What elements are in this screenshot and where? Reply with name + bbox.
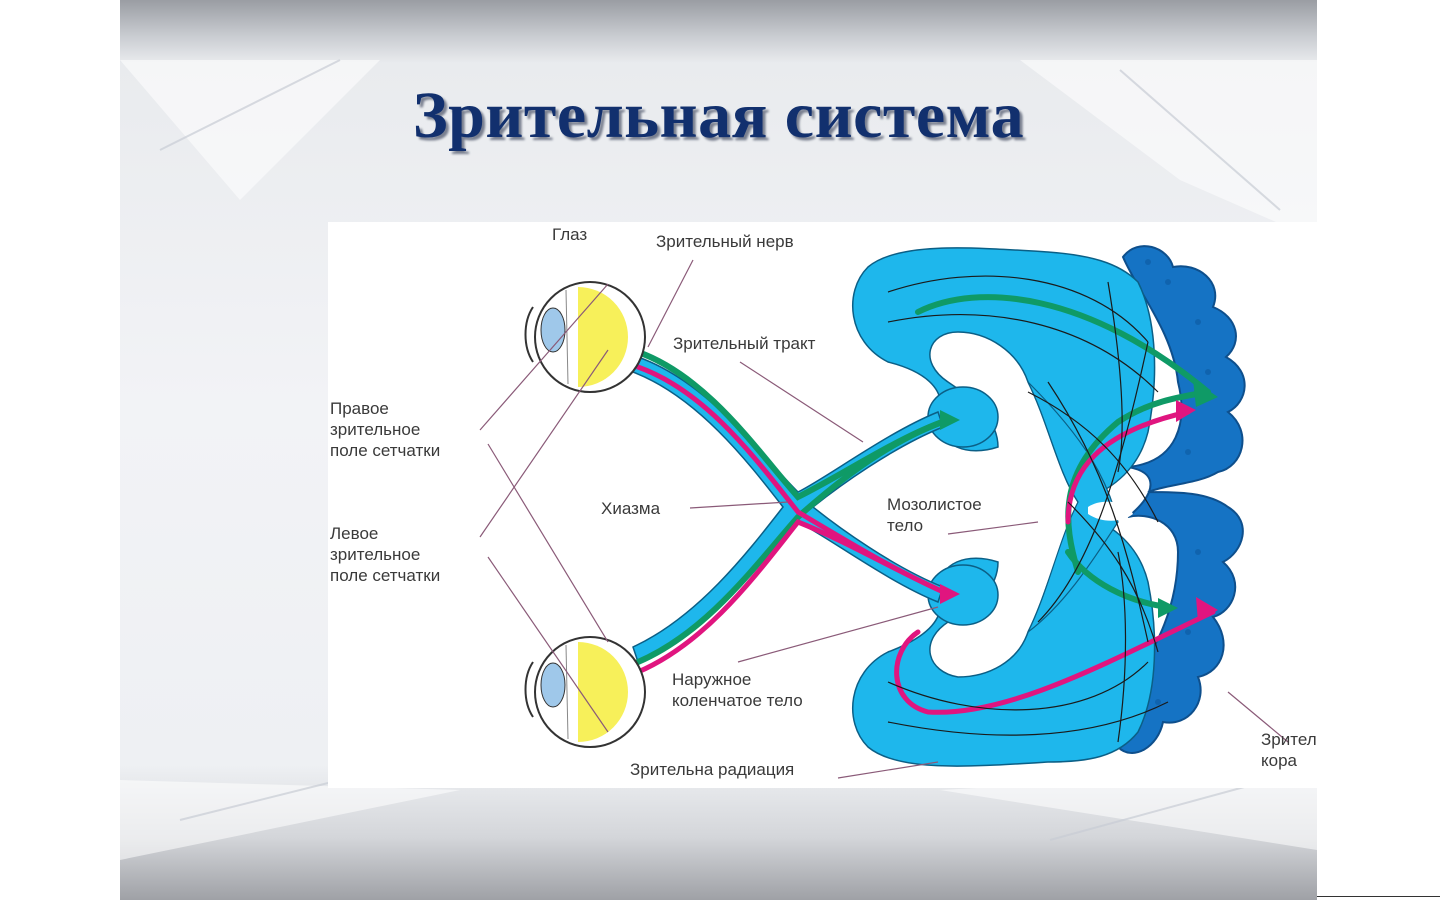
visual-pathway-figure: Глаз Зрительный нерв Зрительный тракт Пр… xyxy=(328,222,1317,788)
label-right-field: Правое зрительное поле сетчатки xyxy=(330,398,440,461)
label-right-field-line-1: Правое xyxy=(330,398,440,419)
slide-title: Зрительная система xyxy=(120,78,1317,154)
label-lgn: Наружное коленчатое тело xyxy=(672,669,803,711)
label-radiation: Зрительна радиация xyxy=(630,759,794,780)
label-left-field: Левое зрительное поле сетчатки xyxy=(330,523,440,586)
label-corpus-callosum: Мозолистое тело xyxy=(887,494,982,536)
label-optic-tract: Зрительный тракт xyxy=(673,333,815,354)
label-cortex: Зрительна кора xyxy=(1261,729,1317,771)
label-left-field-line-3: поле сетчатки xyxy=(330,565,440,586)
upper-optic-radiation xyxy=(853,248,1155,502)
label-right-field-line-2: зрительное xyxy=(330,419,440,440)
label-left-field-line-1: Левое xyxy=(330,523,440,544)
lower-eyeball xyxy=(526,637,646,747)
visual-pathway-diagram xyxy=(328,222,1317,788)
upper-eyeball xyxy=(526,282,646,392)
label-right-field-line-3: поле сетчатки xyxy=(330,440,440,461)
slide: Зрительная система xyxy=(120,0,1317,900)
label-left-field-line-2: зрительное xyxy=(330,544,440,565)
label-cortex-line-1: Зрительна xyxy=(1261,729,1317,750)
label-corpus-callosum-line-1: Мозолистое xyxy=(887,494,982,515)
label-lgn-line-1: Наружное xyxy=(672,669,803,690)
bottom-rule xyxy=(1317,896,1440,897)
label-cortex-line-2: кора xyxy=(1261,750,1317,771)
label-eye: Глаз xyxy=(552,224,587,245)
label-optic-nerve: Зрительный нерв xyxy=(656,231,794,252)
label-chiasm: Хиазма xyxy=(601,498,660,519)
label-corpus-callosum-line-2: тело xyxy=(887,515,982,536)
label-lgn-line-2: коленчатое тело xyxy=(672,690,803,711)
